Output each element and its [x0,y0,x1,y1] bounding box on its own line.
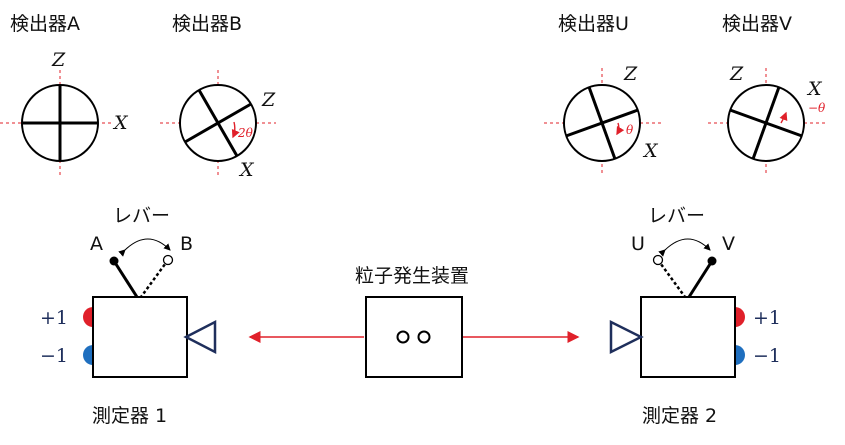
particle-source: 粒子発生装置 [248,265,580,378]
detector-v-title: 検出器V [722,13,792,35]
device-1-lever-knob[interactable] [109,256,119,266]
detector-v-axis-z: Z [729,63,744,85]
detector-v-axis-x: X [806,78,823,100]
detector-b: 検出器B 2θ Z X [160,13,276,181]
detector-b-axis-x: X [238,159,255,181]
detector-b-angle-arc [231,121,240,139]
device-2-lever-pos-v: V [722,233,735,255]
device-2-lever-arm[interactable] [687,260,714,298]
device-2-lever-alt-arm [656,259,687,298]
device-1-sensor-icon [183,319,217,355]
detector-a-title: 検出器A [10,13,80,35]
source-box [365,296,463,378]
device-2-lever-knob[interactable] [707,256,717,266]
device-1-lever-arm[interactable] [112,260,139,298]
device-2-box [640,296,736,378]
device-1-plus-led [83,307,93,327]
measuring-device-2: レバー U V +1 −1 測定器 2 [609,205,781,427]
detector-b-title: 検出器B [172,13,242,35]
detector-u-angle-arc [616,122,625,136]
detector-b-angle-label: 2θ [237,126,254,140]
detector-v: 検出器V −θ Z X [708,13,826,175]
device-1-lever-pos-b: B [180,233,193,255]
device-2-sensor-icon [609,319,644,355]
device-1-lever-alt-knob [162,254,174,266]
detector-a-axis-z: Z [51,49,66,71]
device-1-box [92,296,188,378]
device-2-output-minus: −1 [753,345,781,367]
device-1-output-plus: +1 [40,307,68,329]
particle-1 [396,330,410,344]
detector-a: 検出器A Z X [0,13,129,175]
device-1-lever-pos-a: A [90,233,103,255]
device-1-lever-switch-arrow [118,238,171,257]
device-2-lever-title: レバー [648,205,705,227]
source-name: 粒子発生装置 [355,265,469,287]
device-2-plus-led [735,307,745,327]
device-2-lever-alt-knob [652,254,664,266]
device-2-lever-pos-u: U [631,233,645,255]
device-1-lever-alt-arm [139,259,170,298]
measuring-device-1: レバー A B +1 −1 測定器 1 [40,205,217,427]
device-1-output-minus: −1 [40,345,68,367]
detector-u-angle-label: θ [626,123,634,137]
particle-2 [417,330,431,344]
detector-b-axis-z: Z [261,89,276,111]
device-1-name: 測定器 1 [92,405,167,427]
device-1-lever-title: レバー [113,205,170,227]
detector-u-axis-z: Z [623,63,638,85]
detector-u: 検出器U θ Z X [544,13,662,175]
device-2-output-plus: +1 [753,307,781,329]
device-2-minus-led [735,345,745,365]
detector-u-title: 検出器U [558,13,629,35]
detector-b-bar-2 [184,102,252,144]
detector-v-angle-label: −θ [808,101,826,115]
detector-u-axis-x: X [642,140,659,162]
detector-v-bar-2 [729,108,803,138]
device-2-lever-switch-arrow [658,238,711,257]
detector-u-bar-2 [565,108,639,138]
detector-a-axis-x: X [112,112,129,134]
device-1-minus-led [83,345,93,365]
device-2-name: 測定器 2 [642,405,717,427]
detector-v-angle-arc [779,111,788,124]
